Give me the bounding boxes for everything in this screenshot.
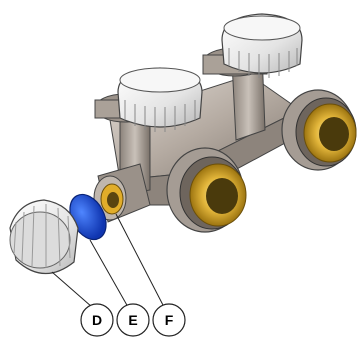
side-outlet-thread xyxy=(93,163,151,223)
callout-e: E xyxy=(116,303,150,337)
callout-d: D xyxy=(80,303,114,337)
callout-f-label: F xyxy=(165,312,174,328)
callout-f: F xyxy=(152,303,186,337)
leader-line-e xyxy=(89,239,129,308)
left-fitting xyxy=(166,147,247,233)
top-left-cap xyxy=(117,67,203,132)
top-right-cap xyxy=(221,13,303,78)
leader-lines xyxy=(51,213,165,308)
callout-e-label: E xyxy=(128,312,137,328)
cap-d xyxy=(9,199,79,275)
leader-line-d xyxy=(51,271,93,308)
leader-line-f xyxy=(115,213,165,308)
callout-d-label: D xyxy=(92,312,102,328)
right-fitting xyxy=(281,89,357,171)
